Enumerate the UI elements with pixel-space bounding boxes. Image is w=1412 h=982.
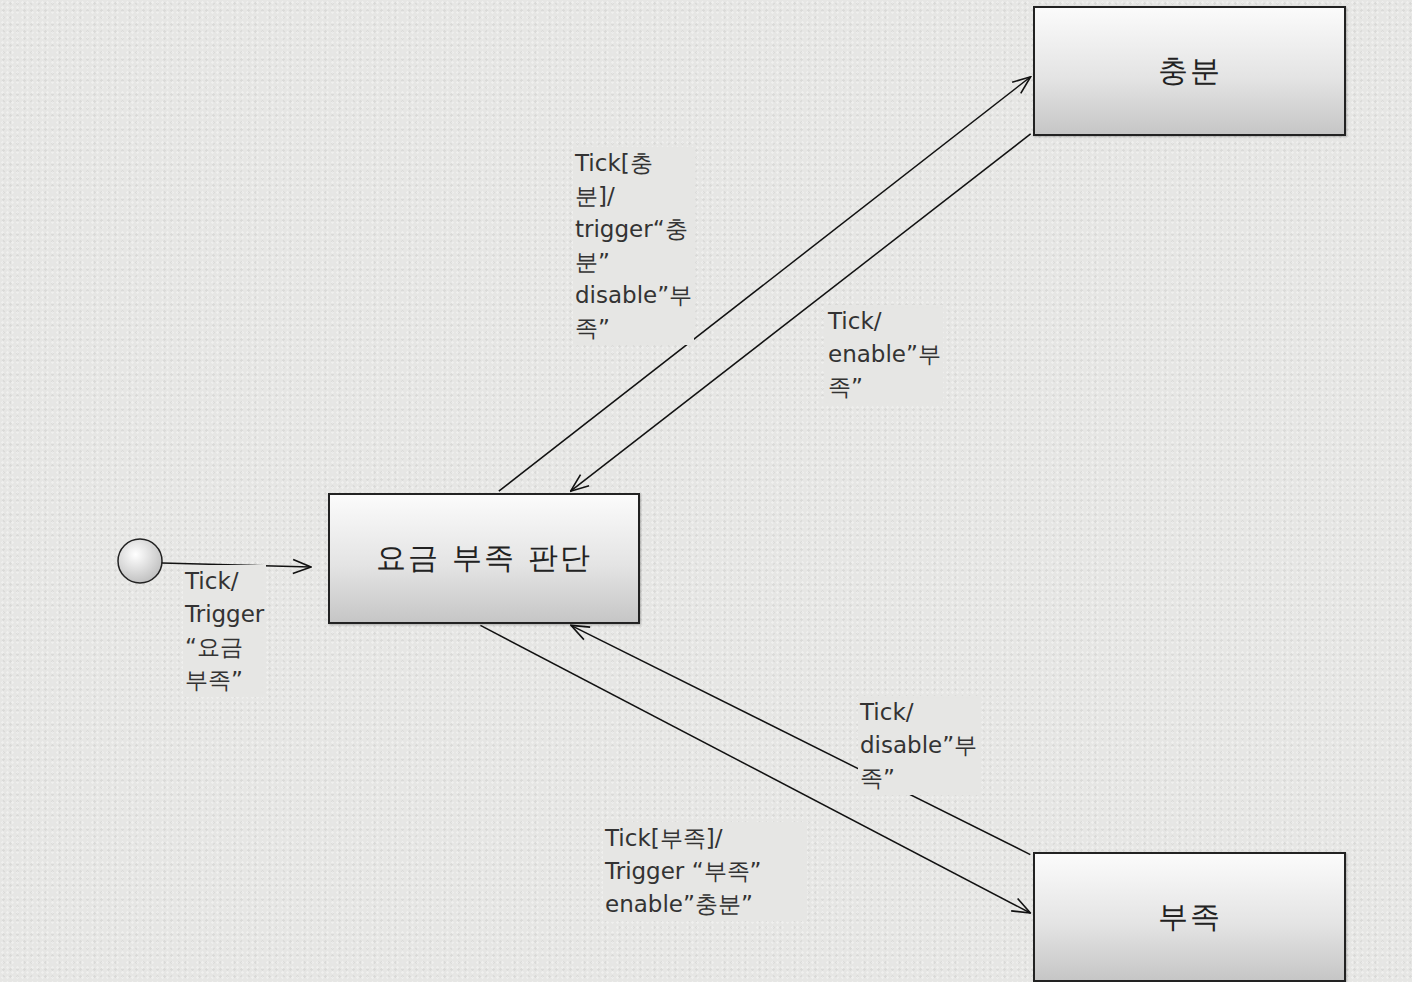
state-name: 충분 [1146,51,1234,92]
transition-label: Tick/ disable”부족” [858,696,979,795]
state-name: 요금 부족 판단 [364,538,603,579]
transition-arrow [499,77,1031,491]
state-name: 부족 [1146,897,1234,938]
transition-arrow [571,625,1030,854]
transition-label: Tick[충분]/ trigger“충분” disable”부족” [573,147,694,345]
transition-label: Tick[부족]/ Trigger “부족” enable”충분” [603,822,807,921]
state-box: 충분 [1033,6,1346,136]
initial-state [118,539,162,583]
state-box: 부족 [1033,852,1346,982]
transition-arrow [571,134,1031,491]
initial-transition-label: Tick/ Trigger “요금부족” [183,565,266,697]
state-box: 요금 부족 판단 [328,493,640,624]
transition-label: Tick/ enable”부족” [826,305,943,404]
